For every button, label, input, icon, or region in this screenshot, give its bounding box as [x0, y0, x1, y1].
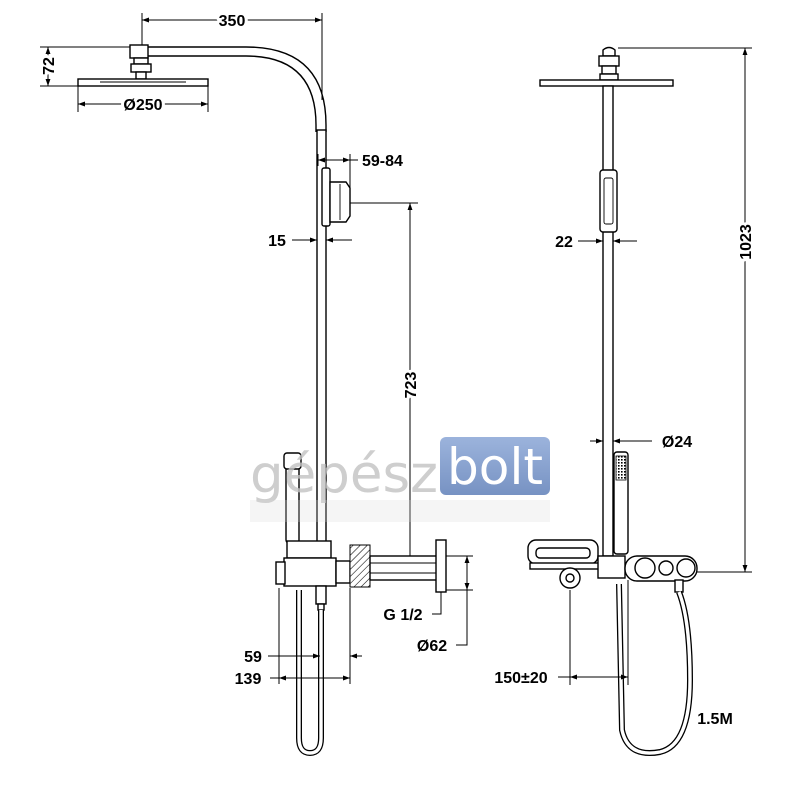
mixer-junction: [597, 555, 626, 579]
mixer-knob-side: [275, 561, 286, 585]
dim-center-distance: 150±20: [494, 580, 629, 687]
dim-pipe-diameter: Ø24: [590, 434, 692, 451]
hose-connector-tip-side: [317, 603, 325, 611]
watermark-logo: gépész bolt: [250, 437, 550, 522]
mixer-knob-3: [676, 558, 696, 578]
mixer-cradle-slot: [535, 547, 591, 559]
head-connector-top: [133, 57, 149, 65]
dim-thread-label: G 1/2: [383, 607, 422, 624]
dim-thread-leader: [432, 592, 442, 615]
dim-total-depth: 139: [235, 588, 350, 688]
dim-center-distance-label: 150±20: [494, 670, 547, 687]
dim-flange-diameter: Ø62: [417, 555, 473, 655]
dim-head-height-label: 72: [41, 57, 58, 75]
wall-outlet-inner: [565, 573, 575, 583]
hose-connector-side: [315, 585, 327, 605]
shower-arm: [148, 46, 327, 132]
head-connector-neck: [135, 71, 147, 80]
watermark-text-grey: gépész: [250, 445, 438, 505]
watermark-blue-box: [440, 437, 550, 495]
mixer-cradle-side: [286, 540, 332, 559]
hose-length-label: 1.5M: [697, 711, 733, 728]
hand-shower-nozzles: [615, 455, 627, 481]
dim-mixer-depth-label: 59: [244, 649, 262, 666]
dim-pipe-width-front-label: 22: [555, 234, 573, 251]
dim-head-height: 72: [38, 46, 130, 87]
wall-hatch: [349, 544, 371, 588]
dim-head-diameter: Ø250: [77, 86, 209, 117]
dim-total-depth-label: 139: [235, 671, 262, 688]
dim-holder-range-label: 59-84: [362, 153, 403, 170]
holder-front: [599, 169, 618, 233]
dim-head-diameter-label: Ø250: [123, 97, 162, 114]
mixer-base-bar: [529, 562, 601, 570]
hose-side-outline: [296, 590, 324, 757]
dim-thread: G 1/2: [383, 592, 442, 624]
watermark-text-blue: bolt: [447, 438, 543, 496]
dim-pipe-offset-label: 15: [268, 233, 286, 250]
dim-mixer-depth: 59: [244, 588, 362, 684]
wall-flange-end: [435, 539, 447, 593]
mixer-body-side: [283, 557, 337, 587]
shower-head-plate-front: [539, 79, 674, 87]
hose-front-fill: [617, 583, 692, 755]
mixer-knob-2: [658, 560, 674, 576]
head-nut-front: [598, 55, 620, 67]
head-connector-nut: [130, 63, 152, 73]
dim-arm-length: 350: [141, 10, 323, 100]
dim-arm-length-label: 350: [219, 13, 246, 30]
dim-total-height: 1023: [618, 47, 758, 573]
hand-shower-head-side: [283, 452, 302, 470]
hose-front: [616, 583, 694, 756]
head-neck-front: [601, 65, 617, 75]
dim-pipe-offset: 15: [268, 233, 352, 250]
dim-total-height-label: 1023: [738, 224, 755, 260]
head-cap-front: [602, 46, 616, 57]
hose-connector-front: [674, 579, 684, 593]
holder-clamp-side: [321, 167, 331, 227]
riser-pipe-front: [602, 85, 614, 557]
mixer-neck-side: [335, 560, 351, 584]
head-collar-front: [599, 73, 619, 81]
hose-side: [296, 590, 324, 757]
dim-outlet-height-label: 723: [403, 372, 420, 399]
dim-outlet-height: 723: [350, 202, 423, 568]
dim-flange-diameter-leader: [456, 590, 468, 646]
dim-flange-diameter-label: Ø62: [417, 638, 447, 655]
dim-pipe-diameter-label: Ø24: [662, 434, 692, 451]
side-view: 350 72 Ø250: [38, 10, 473, 757]
watermark-reflection: [250, 500, 550, 522]
dim-holder-range: 59-84: [317, 153, 403, 203]
hose-front-outline: [616, 583, 694, 756]
hose-side-fill: [297, 590, 323, 755]
dim-pipe-width-front: 22: [555, 234, 637, 251]
holder-front-detail: [603, 177, 614, 225]
wall-pipe: [369, 555, 439, 581]
arm-end-block: [129, 44, 149, 59]
shower-head-plate-side: [77, 78, 209, 87]
mixer-knob-1: [634, 557, 656, 579]
front-view: 1023 22 Ø24: [494, 46, 758, 756]
